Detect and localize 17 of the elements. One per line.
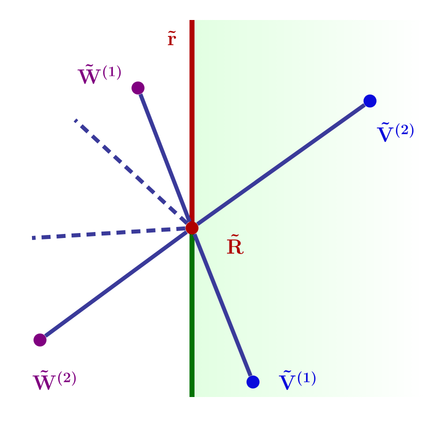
point-label: $\tilde{\mathbf{R}}$ [227,234,244,254]
line [74,118,188,225]
line [32,226,186,240]
point-label: $\tilde{\mathbf{W}}^{(1)}$ [78,64,121,84]
line [192,233,252,376]
point-label: $\tilde{\mathbf{W}}^{(2)}$ [32,370,76,390]
point [364,94,376,108]
line [196,103,366,226]
point [246,376,260,388]
point [132,82,144,94]
axis-label: $\tilde{\mathbf{r}}$ [168,30,176,46]
point-label: $\tilde{\mathbf{V}}^{(2)}$ [376,122,414,142]
point [34,334,46,346]
line [138,94,192,222]
point-label: $\tilde{\mathbf{V}}^{(1)}$ [278,370,316,390]
line [44,230,188,338]
point [186,222,198,234]
